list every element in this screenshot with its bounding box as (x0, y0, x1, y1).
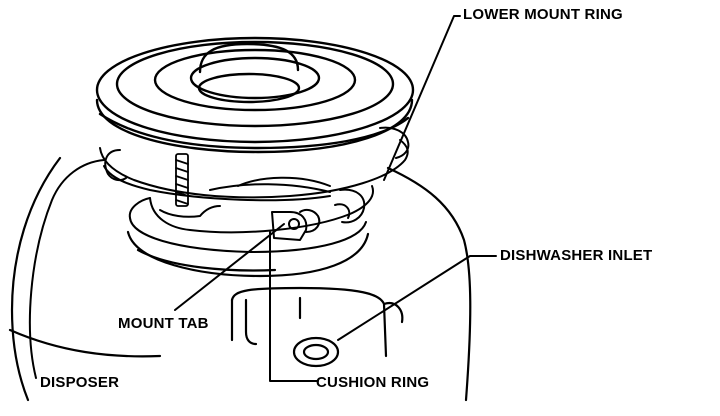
label-cushion-ring: CUSHION RING (316, 374, 430, 391)
disposer-body (8, 156, 472, 402)
label-disposer: DISPOSER (40, 374, 120, 391)
mount-screw (175, 153, 189, 207)
dishwasher-inlet (230, 286, 404, 368)
sink-flange (95, 36, 415, 154)
cushion-ring (126, 230, 370, 278)
lower-mount-ring (104, 149, 374, 253)
label-dishwasher-inlet: DISHWASHER INLET (500, 247, 653, 264)
label-mount-tab: MOUNT TAB (118, 315, 209, 332)
leader-lower-mount-ring (383, 15, 461, 181)
leader-dishwasher-inlet (337, 255, 497, 341)
label-lower-mount-ring: LOWER MOUNT RING (463, 6, 623, 23)
leader-disposer (28, 159, 105, 379)
mount-tab (271, 211, 308, 241)
leader-cushion-ring (269, 231, 319, 382)
leader-mount-tab (174, 223, 285, 311)
upper-mount-ring (99, 126, 410, 202)
leader-lines (28, 15, 497, 382)
